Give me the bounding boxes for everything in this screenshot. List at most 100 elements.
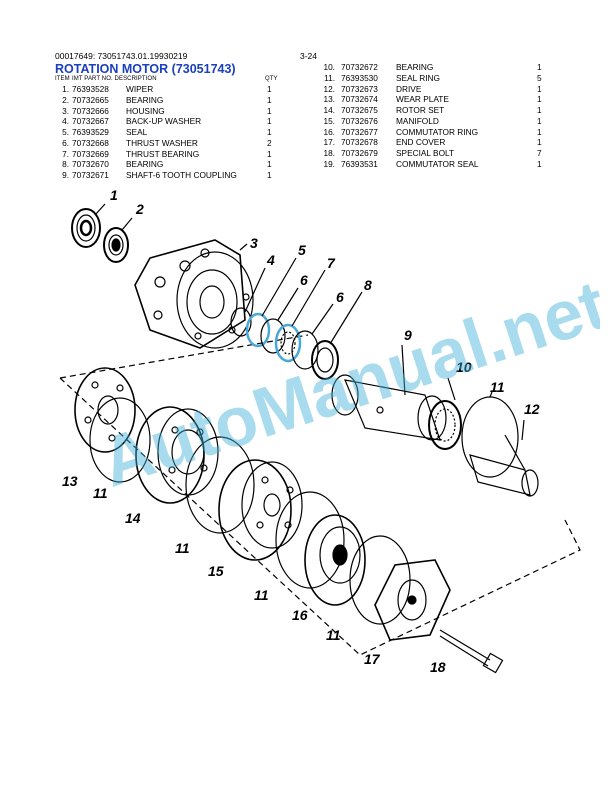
item-number: 11. <box>324 72 335 83</box>
part-description: COMMUTATOR SEAL <box>396 158 479 169</box>
part-seal <box>245 312 271 348</box>
part-description: WEAR PLATE <box>396 94 449 105</box>
column-header-qty: QTY <box>265 76 278 82</box>
part-number: 70732668 <box>72 137 109 148</box>
item-number: 8. <box>62 159 69 170</box>
part-quantity: 1 <box>267 127 272 137</box>
part-seal-ring-1 <box>461 396 519 478</box>
parts-list-row: 9.70732671 SHAFT-6 TOOTH COUPLING 1 <box>55 170 285 181</box>
part-manifold <box>218 459 303 561</box>
part-description: THRUST BEARING <box>126 148 200 159</box>
part-number: 70732677 <box>341 126 378 137</box>
callout-label: 9 <box>404 327 412 343</box>
part-quantity: 1 <box>267 170 272 180</box>
item-number: 14. <box>323 105 335 115</box>
part-description: END COVER <box>396 137 446 148</box>
callout-label: 5 <box>298 242 306 258</box>
callout-label: 15 <box>208 563 224 579</box>
part-number: 70732667 <box>72 116 109 127</box>
callout-label: 6 <box>300 272 308 288</box>
callout-label: 2 <box>135 201 144 217</box>
part-description: SEAL RING <box>396 72 440 83</box>
part-number: 76393531 <box>341 158 378 169</box>
part-end-cover <box>374 559 451 641</box>
item-number: 9. <box>62 170 69 180</box>
part-number: 70732671 <box>72 170 109 180</box>
parts-list-row: 10. 70732672 BEARING 1 <box>321 62 551 73</box>
part-commutator-ring <box>304 514 366 606</box>
document-id: 00017649: 73051743.01.19930219 <box>55 51 188 61</box>
item-number: 10. <box>323 62 335 72</box>
part-quantity: 1 <box>537 62 542 72</box>
part-special-bolt <box>439 629 504 674</box>
part-backup-washer <box>230 307 252 337</box>
callout-label: 11 <box>175 540 190 556</box>
part-seal-ring-4 <box>275 491 345 589</box>
part-number: 70732675 <box>341 105 378 115</box>
part-quantity: 1 <box>537 115 542 126</box>
part-description: HOUSING <box>126 105 165 116</box>
item-number: 3. <box>62 105 69 116</box>
part-quantity: 1 <box>537 137 542 148</box>
part-housing <box>134 239 254 349</box>
part-quantity: 1 <box>267 159 272 170</box>
part-description: DRIVE <box>396 83 422 94</box>
item-number: 15. <box>323 115 335 126</box>
parts-list-row: 13. 70732674 WEAR PLATE 1 <box>321 94 551 105</box>
part-wear-plate <box>74 367 136 453</box>
parts-list-row: 3.70732666 HOUSING 1 <box>55 106 285 117</box>
part-bearing-8 <box>311 340 339 380</box>
part-number: 70732670 <box>72 159 109 170</box>
part-description: MANIFOLD <box>396 115 439 126</box>
part-seal-ring-3 <box>185 436 255 534</box>
part-description: ROTOR SET <box>396 105 445 115</box>
callout-label: 13 <box>62 473 78 489</box>
part-quantity: 1 <box>267 105 272 116</box>
part-quantity: 5 <box>537 72 542 83</box>
part-description: THRUST WASHER <box>126 137 198 148</box>
item-number: 17. <box>323 137 335 148</box>
callout-label: 11 <box>93 485 108 501</box>
part-number: 70732678 <box>341 137 378 148</box>
part-description: SEAL <box>126 127 148 137</box>
callout-label: 12 <box>524 401 540 417</box>
parts-list-row: 15. 70732676 MANIFOLD 1 <box>321 116 551 127</box>
item-number: 13. <box>323 94 335 105</box>
item-number: 2. <box>62 94 69 105</box>
part-thrust-washer-1 <box>260 318 286 354</box>
part-number: 70732679 <box>341 148 378 158</box>
part-description: SPECIAL BOLT <box>396 148 455 158</box>
part-number: 70732676 <box>341 115 378 126</box>
part-description: SHAFT-6 TOOTH COUPLING <box>126 170 237 180</box>
column-header-part-desc: IMT PART NO. DESCRIPTION <box>72 76 157 82</box>
part-description: BEARING <box>396 62 434 72</box>
part-number: 70732672 <box>341 62 378 72</box>
callout-label: 11 <box>490 379 505 395</box>
assembly-dashed-frame <box>59 334 309 379</box>
callout-label: 10 <box>456 359 472 375</box>
part-number: 70732665 <box>72 94 109 105</box>
page-number: 3-24 <box>300 51 318 61</box>
callout-label: 3 <box>250 235 258 251</box>
part-number: 70732666 <box>72 105 109 116</box>
part-number: 70732674 <box>341 94 378 105</box>
callout-label: 8 <box>364 277 372 293</box>
part-quantity: 1 <box>537 94 542 105</box>
callout-label: 6 <box>336 289 344 305</box>
part-quantity: 1 <box>537 126 542 137</box>
part-bearing-10 <box>428 400 462 450</box>
callout-label: 1 <box>110 187 118 203</box>
callout-label: 7 <box>327 255 336 271</box>
callout-label: 14 <box>125 510 141 526</box>
callout-label: 17 <box>364 651 381 667</box>
